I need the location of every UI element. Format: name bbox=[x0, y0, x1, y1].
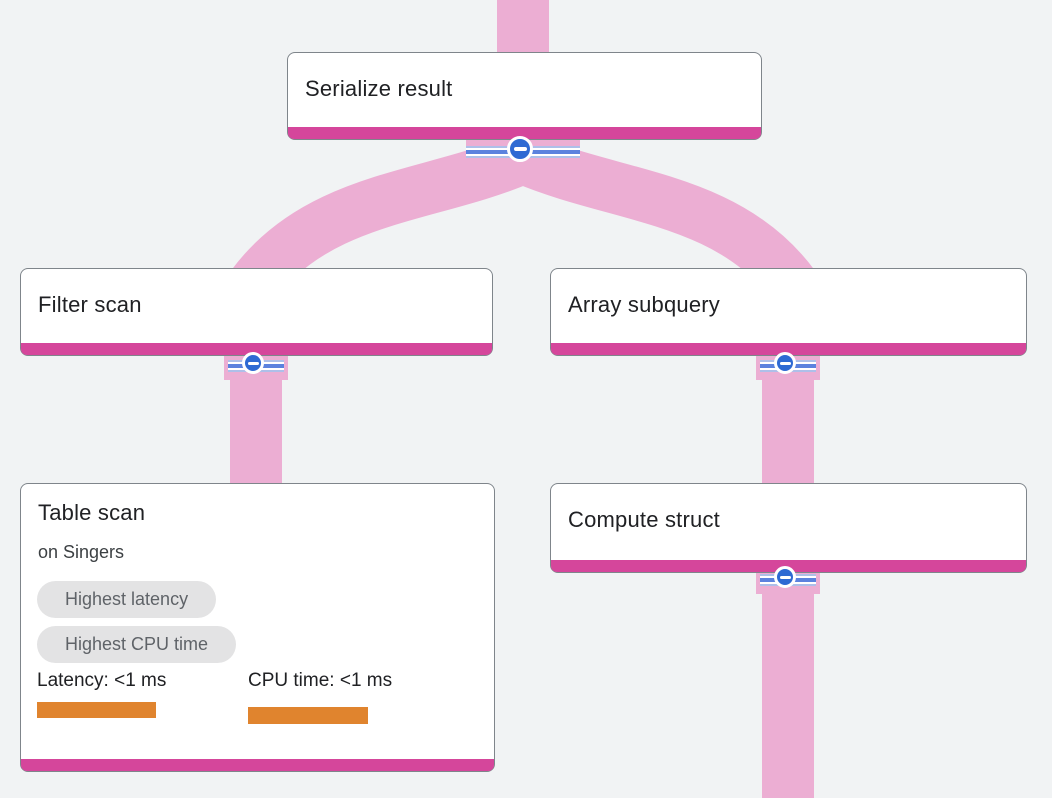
collapse-button-serialize-result[interactable] bbox=[507, 136, 533, 162]
flow-band-serialize-to-filter bbox=[231, 134, 534, 303]
collapse-button-filter-scan[interactable] bbox=[242, 352, 264, 374]
node-accent-bar bbox=[21, 759, 494, 771]
cpu-time-metric-bar bbox=[248, 707, 368, 724]
badge-highest-latency: Highest latency bbox=[37, 581, 217, 618]
plan-node-array-subquery[interactable]: Array subquery bbox=[550, 268, 1027, 356]
minus-icon bbox=[779, 575, 791, 579]
node-title: Serialize result bbox=[305, 76, 453, 101]
plan-node-filter-scan[interactable]: Filter scan bbox=[20, 268, 493, 356]
node-title: Compute struct bbox=[568, 507, 720, 532]
flow-band-into-serialize bbox=[497, 0, 549, 58]
latency-metric-bar bbox=[37, 702, 156, 718]
node-accent-bar bbox=[21, 343, 492, 355]
node-subtitle: on Singers bbox=[38, 542, 125, 562]
node-title: Table scan bbox=[38, 500, 146, 525]
flow-band-compute-down bbox=[762, 570, 814, 798]
collapse-button-array-subquery[interactable] bbox=[774, 352, 796, 374]
node-accent-bar bbox=[551, 343, 1026, 355]
minus-icon bbox=[779, 361, 791, 365]
node-accent-bar bbox=[288, 127, 761, 139]
collapse-button-compute-struct[interactable] bbox=[774, 566, 796, 588]
plan-node-serialize-result[interactable]: Serialize result bbox=[287, 52, 762, 140]
badge-highest-cpu-time: Highest CPU time bbox=[37, 626, 237, 663]
cpu-time-metric-label: CPU time: <1 ms bbox=[248, 670, 393, 691]
node-title: Array subquery bbox=[568, 292, 720, 317]
minus-icon bbox=[513, 147, 527, 151]
flow-band-filter-to-table bbox=[230, 356, 282, 485]
flow-band-serialize-to-array bbox=[512, 134, 815, 303]
latency-metric-label: Latency: <1 ms bbox=[37, 670, 167, 691]
plan-node-table-scan[interactable]: Table scan on Singers Highest latency Hi… bbox=[20, 483, 495, 772]
node-title: Filter scan bbox=[38, 292, 142, 317]
plan-node-compute-struct[interactable]: Compute struct bbox=[550, 483, 1027, 573]
minus-icon bbox=[247, 361, 259, 365]
flow-band-array-to-compute bbox=[762, 356, 814, 485]
